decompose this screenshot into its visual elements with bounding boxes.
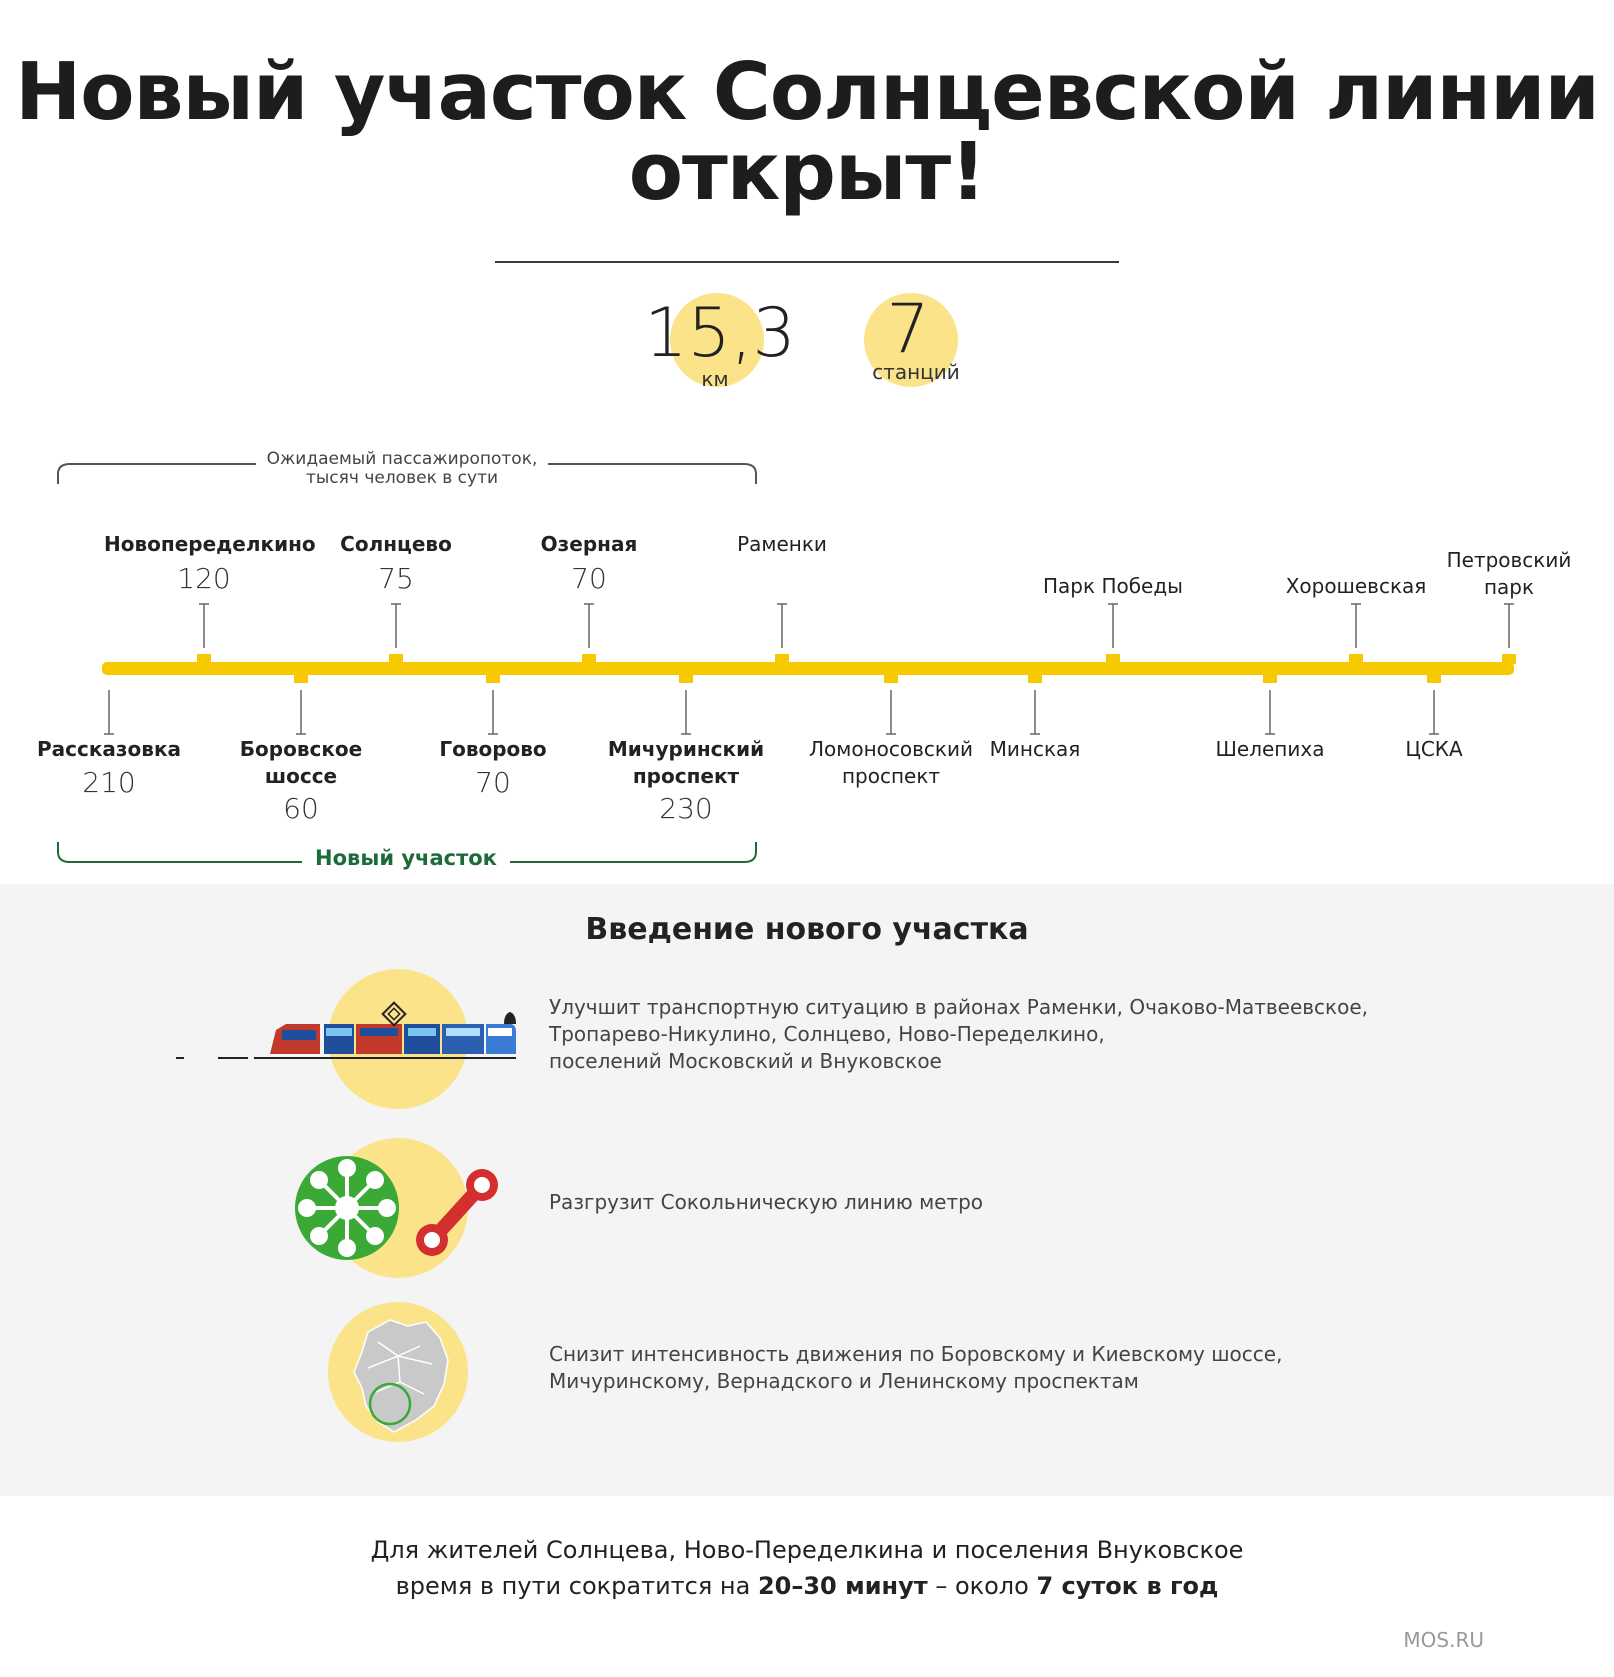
station-michurinsky: Мичуринский проспект — [596, 736, 776, 790]
station-petrovsky-park-line-2: парк — [1483, 575, 1535, 599]
stat-length-unit: км — [701, 367, 729, 391]
passenger-bracket-line-2: тысяч человек в сути — [305, 468, 499, 488]
station-michurinsky-line-2: проспект — [632, 764, 740, 788]
station-borovskoe-shosse: Боровское шоссе — [221, 736, 381, 790]
bottom-line-2-mid: – около — [927, 1572, 1037, 1600]
station-solntsevo-value: 75 — [378, 562, 414, 595]
station-borovskoe-value: 60 — [283, 792, 319, 825]
bracket-new-left — [57, 842, 302, 863]
new-section-area-icon — [368, 1382, 412, 1426]
source-credit: MOS.RU — [1403, 1628, 1484, 1652]
station-cska: ЦСКА — [1405, 737, 1463, 761]
station-govorovo-value: 70 — [475, 766, 511, 799]
benefit-1-line-2: Тропарево-Никулино, Солнцево, Ново-Перед… — [549, 1022, 1105, 1046]
moscow-map-icon — [328, 1302, 468, 1442]
bottom-stubs — [294, 673, 1441, 683]
station-govorovo: Говорово — [439, 737, 547, 761]
metro-link-icon — [416, 1169, 498, 1256]
station-novoperedelkino: Новопеределкино — [104, 532, 316, 556]
station-rasskazovka: Рассказовка — [36, 737, 182, 761]
title-line-2: открыт! — [628, 126, 987, 218]
station-michurinsky-line-1: Мичуринский — [607, 737, 765, 761]
stat-stations-value: 7 — [886, 290, 930, 369]
bottom-summary: Для жителей Солнцева, Ново-Переделкина и… — [0, 1532, 1614, 1604]
station-petrovsky-park-line-1: Петровский — [1446, 548, 1572, 572]
bottom-line-2-pre: время в пути сократится на — [395, 1572, 758, 1600]
station-rasskazovka-value: 210 — [82, 766, 136, 799]
benefit-1-line-1: Улучшит транспортную ситуацию в районах … — [549, 995, 1369, 1019]
benefit-text-1: Улучшит транспортную ситуацию в районах … — [549, 994, 1549, 1075]
bottom-line-2: время в пути сократится на 20–30 минут –… — [0, 1568, 1614, 1604]
bottom-ticks — [104, 690, 1439, 735]
title-divider — [495, 261, 1119, 263]
new-section-label: Новый участок — [315, 846, 497, 870]
benefits-title: Введение нового участка — [585, 912, 1029, 947]
bracket-top-right — [548, 463, 757, 484]
stat-stations-unit: станций — [872, 360, 960, 384]
line-diagram — [57, 463, 1516, 863]
station-michurinsky-value: 230 — [659, 792, 713, 825]
passenger-bracket-label: Ожидаемый пассажиропоток, тысяч человек … — [256, 450, 548, 488]
benefit-text-2: Разгрузит Сокольническую линию метро — [549, 1189, 1549, 1216]
station-borovskoe-line-2: шоссе — [264, 764, 338, 788]
stat-circle-stations — [864, 293, 958, 387]
station-park-pobedy: Парк Победы — [1043, 574, 1183, 598]
bottom-days-per-year: 7 суток в год — [1036, 1572, 1219, 1600]
station-ozernaya-value: 70 — [571, 562, 607, 595]
station-minskaya: Минская — [989, 737, 1081, 761]
benefit-1-line-3: поселений Московский и Внуковское — [549, 1049, 942, 1073]
stat-length-value: 15,3 — [644, 294, 796, 373]
passenger-bracket-line-1: Ожидаемый пассажиропоток, — [266, 449, 538, 469]
stat-circle-length — [670, 293, 764, 387]
station-ramenki: Раменки — [737, 532, 827, 556]
train-icon — [176, 969, 516, 1109]
metro-line — [102, 662, 1514, 675]
benefit-3-line-2: Мичуринскому, Вернадского и Ленинскому п… — [549, 1369, 1139, 1393]
station-lomonosovsky-line-1: Ломоносовский — [808, 737, 973, 761]
top-ticks — [199, 603, 1514, 648]
benefits-section — [0, 884, 1614, 1496]
bracket-new-right — [510, 842, 757, 863]
metro-network-icon — [295, 1138, 498, 1278]
page-title: Новый участок Солнцевской линии открыт! — [0, 52, 1614, 212]
benefit-3-line-1: Снизит интенсивность движения по Боровск… — [549, 1342, 1283, 1366]
station-ozernaya: Озерная — [540, 532, 638, 556]
top-stubs — [197, 654, 1516, 664]
bottom-line-1: Для жителей Солнцева, Ново-Переделкина и… — [370, 1536, 1244, 1564]
station-solntsevo: Солнцево — [340, 532, 452, 556]
bottom-time-saving: 20–30 минут — [757, 1572, 928, 1600]
station-lomonosovsky-line-2: проспект — [841, 764, 941, 788]
station-novoperedelkino-value: 120 — [177, 562, 231, 595]
bracket-top-left — [57, 463, 256, 484]
station-borovskoe-line-1: Боровское — [239, 737, 363, 761]
station-lomonosovsky: Ломоносовский проспект — [801, 736, 981, 790]
station-petrovsky-park: Петровский парк — [1434, 547, 1584, 601]
benefit-text-3: Снизит интенсивность движения по Боровск… — [549, 1341, 1549, 1395]
station-shelepikha: Шелепиха — [1215, 737, 1325, 761]
station-khoroshevskaya: Хорошевская — [1285, 574, 1427, 598]
title-line-1: Новый участок Солнцевской линии — [15, 46, 1600, 138]
benefit-2-line-1: Разгрузит Сокольническую линию метро — [549, 1190, 984, 1214]
